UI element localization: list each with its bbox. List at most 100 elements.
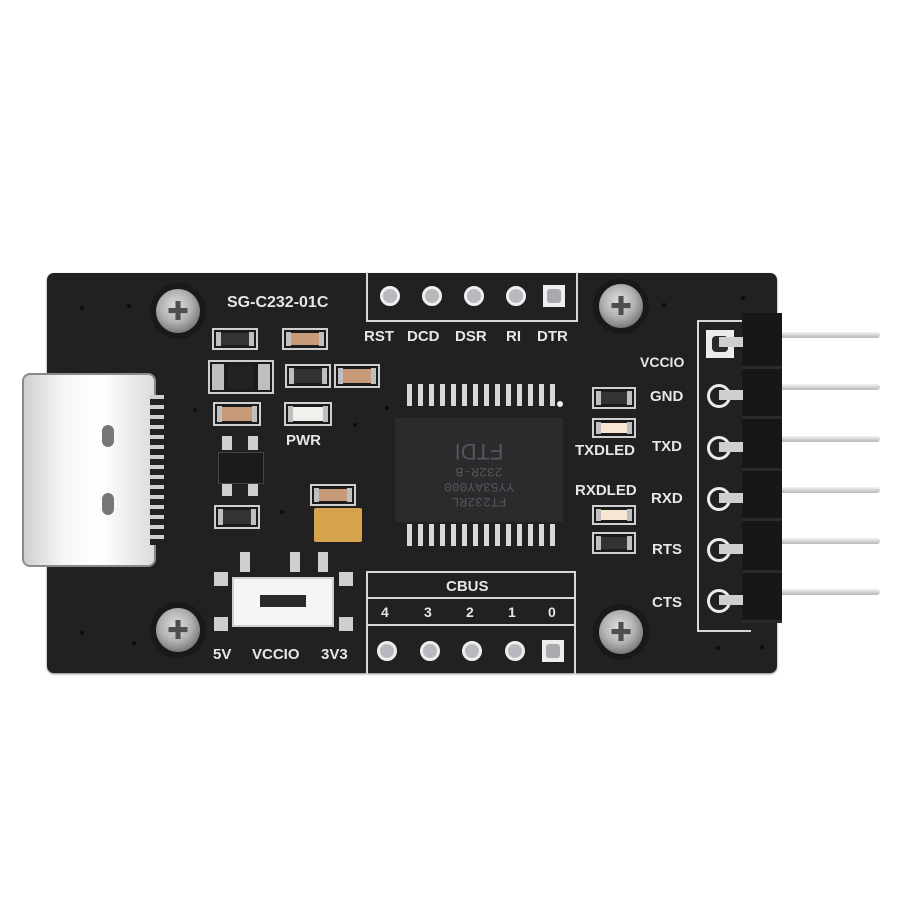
- pin-label-dcd: DCD: [407, 328, 440, 345]
- pwr-led-label: PWR: [286, 432, 321, 449]
- smd-diode: [208, 360, 274, 394]
- chip-pins-bottom: [407, 524, 555, 546]
- smd-component: [592, 387, 636, 409]
- switch-knob[interactable]: [260, 595, 306, 607]
- pin1-marker: [557, 401, 563, 407]
- pin-hole: [506, 286, 526, 306]
- connector-hole: [102, 493, 114, 515]
- header-pin: [782, 487, 880, 493]
- chip-line: 232R-B: [455, 464, 503, 479]
- pin-hole: [464, 286, 484, 306]
- via: [385, 406, 389, 410]
- pwr-led: [284, 402, 332, 426]
- chip-pins-top: [407, 384, 555, 406]
- ft232-chip: FT232RL YY53AY000 232R-B FTDI: [395, 418, 563, 522]
- rx-led: [592, 505, 636, 525]
- usb-pins: [150, 395, 164, 545]
- pin-hole: [420, 641, 440, 661]
- voltage-regulator: [218, 452, 264, 484]
- smd-resistor: [310, 484, 356, 506]
- top-header-outline: [366, 272, 578, 322]
- via: [760, 645, 764, 649]
- header-pin: [782, 589, 880, 595]
- pin-hole: [462, 641, 482, 661]
- screw-icon: [599, 610, 643, 654]
- switch-label-vccio: VCCIO: [252, 646, 300, 663]
- pin-label-dsr: DSR: [455, 328, 487, 345]
- pin-label-txd: TXD: [652, 438, 682, 455]
- pin-label-gnd: GND: [650, 388, 684, 405]
- chip-line: FT232RL: [451, 494, 507, 509]
- side-header-outline: [697, 320, 751, 632]
- switch-pad: [214, 572, 228, 586]
- screw-icon: [156, 289, 200, 333]
- switch-label-3v3: 3V3: [321, 646, 348, 663]
- via: [280, 510, 284, 514]
- header-pin: [782, 332, 880, 338]
- model-label: SG-C232-01C: [227, 294, 329, 311]
- switch-pin: [240, 552, 250, 572]
- switch-pad: [339, 572, 353, 586]
- cbus-header-outline: [366, 571, 576, 675]
- smd-component: [212, 328, 258, 350]
- via: [353, 423, 357, 427]
- tantalum-capacitor: [314, 508, 362, 542]
- pin-label-rts: RTS: [652, 541, 682, 558]
- smd-resistor: [282, 328, 328, 350]
- smd-component: [592, 532, 636, 554]
- via: [127, 304, 131, 308]
- voltage-select-switch[interactable]: [232, 577, 334, 627]
- smd-component: [285, 364, 331, 388]
- square-pin-pad: [543, 285, 565, 307]
- pin-stub: [719, 544, 743, 554]
- pin-hole: [377, 641, 397, 661]
- switch-pad: [214, 617, 228, 631]
- pin-stub: [719, 337, 743, 347]
- smd-component: [214, 505, 260, 529]
- usb-c-connector: [22, 373, 156, 567]
- via: [662, 303, 666, 307]
- pin-hole: [380, 286, 400, 306]
- header-pin: [782, 436, 880, 442]
- switch-label-5v: 5V: [213, 646, 232, 663]
- pin-label-dtr: DTR: [537, 328, 568, 345]
- cbus-label-4: 4: [381, 604, 389, 620]
- pin-label-cts: CTS: [652, 594, 682, 611]
- connector-hole: [102, 425, 114, 447]
- pin-label-vccio: VCCIO: [640, 354, 685, 370]
- cbus-title: CBUS: [446, 578, 489, 595]
- cbus-label-1: 1: [508, 604, 516, 620]
- header-pin: [782, 538, 880, 544]
- cbus-label-0: 0: [548, 604, 556, 620]
- pin-label-rst: RST: [364, 328, 394, 345]
- tx-led: [592, 418, 636, 438]
- via: [132, 641, 136, 645]
- rx-led-label: RXDLED: [575, 482, 637, 499]
- regulator-pad: [248, 484, 258, 496]
- switch-pin: [290, 552, 300, 572]
- chip-line: YY53AY000: [443, 479, 515, 494]
- regulator-pad: [222, 436, 232, 450]
- via: [80, 306, 84, 310]
- chip-marking: FT232RL YY53AY000 232R-B FTDI: [395, 438, 563, 509]
- via: [80, 631, 84, 635]
- divider: [368, 624, 574, 626]
- regulator-pad: [222, 484, 232, 496]
- cbus-label-2: 2: [466, 604, 474, 620]
- chip-brand: FTDI: [454, 439, 504, 464]
- switch-pin: [318, 552, 328, 572]
- switch-pad: [339, 617, 353, 631]
- pin-stub: [719, 442, 743, 452]
- smd-resistor: [213, 402, 261, 426]
- screw-icon: [599, 284, 643, 328]
- cbus-label-3: 3: [424, 604, 432, 620]
- pin-label-ri: RI: [506, 328, 521, 345]
- pin-header: [742, 313, 782, 623]
- square-pin-pad: [542, 640, 564, 662]
- pin-hole: [505, 641, 525, 661]
- divider: [368, 597, 574, 599]
- header-pin: [782, 384, 880, 390]
- screw-icon: [156, 608, 200, 652]
- pin-stub: [719, 595, 743, 605]
- pin-hole: [422, 286, 442, 306]
